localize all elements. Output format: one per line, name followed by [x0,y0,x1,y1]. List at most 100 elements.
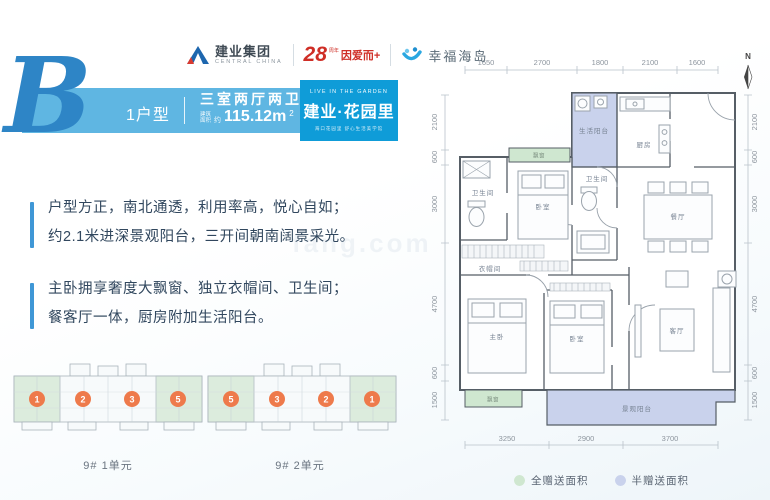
unit-number: 1 [34,395,39,405]
unit-number: 3 [274,395,279,405]
legend-half-gift: 半赠送面积 [614,473,690,488]
svg-text:600: 600 [750,367,759,380]
unit-type-label: 1户型 [126,107,170,124]
svg-text:2100: 2100 [750,114,759,131]
unit-number: 2 [323,395,328,405]
svg-text:3250: 3250 [499,434,516,443]
room-label-bay-bottom: 飘窗 [487,396,499,404]
project-logo-slogan: 海口花园里 舒心生活美学馆 [314,126,384,131]
project-logo-box: LIVE IN THE GARDEN 建业·花园里 海口花园里 舒心生活美学馆 [300,80,398,141]
brand-central-china: 建业集团 CENTRAL CHINA [186,44,283,66]
room-label-master: 主卧 [490,332,505,341]
svg-text:600: 600 [432,151,439,164]
svg-text:4700: 4700 [750,296,759,313]
area-prefix: 约 [214,117,222,124]
north-arrow-icon: N [744,52,753,90]
central-china-logo-icon [187,46,209,64]
svg-text:3000: 3000 [750,196,759,213]
building-label-unit1: 9# 1单元 [83,460,133,472]
svg-text:2100: 2100 [432,114,439,131]
building-keyplan-unit2: 5 3 2 1 [207,363,397,431]
anniversary-slogan: 因爱而+ [340,50,381,63]
brand-happy-island-name: 幸福海岛 [428,48,489,64]
anniversary-number: 28 [303,42,327,66]
room-label-bay-top: 飘窗 [533,152,545,160]
svg-text:600: 600 [432,367,439,380]
area-value: 115.12m [224,108,287,125]
room-label-cloak: 衣帽间 [479,264,502,273]
svg-text:N: N [745,52,751,61]
header-divider [292,44,294,66]
floorplan: N 1650 2700 1800 2100 1600 2100 600 3000… [432,52,759,449]
room-label-laundry-balcony: 生活阳台 [579,126,609,135]
bullet-1-line-1: 户型方正，南北通透，利用率高，悦心自如； [48,200,348,216]
legend-half-gift-label: 半赠送面积 [631,475,689,487]
area-label: 建筑 面积 [200,111,212,125]
room-label-bath1: 卫生间 [472,188,495,197]
room-label-bed1: 卧室 [536,202,551,211]
unit-letter-b: B [4,34,92,157]
room-label-bed2: 卧室 [570,334,585,343]
room-label-bath2: 卫生间 [586,174,609,183]
area-sup: 2 [289,109,294,118]
building-keyplan-unit1: 1 2 3 5 [13,363,203,431]
header-brands: 建业集团 CENTRAL CHINA 28 周年 因爱而+ 幸福海岛 [186,40,488,70]
bullet-1-line-2: 约2.1米进深景观阳台，三开间朝南阔景采光。 [48,229,355,245]
svg-text:1650: 1650 [478,58,495,67]
svg-text:1800: 1800 [592,58,609,67]
wardrobe-hatching [461,244,611,292]
bullet-point-1: 户型方正，南北通透，利用率高，悦心自如； 约2.1米进深景观阳台，三开间朝南阔景… [30,194,355,252]
project-logo-tagline-en: LIVE IN THE GARDEN [309,89,389,95]
legend-full-gift: 全赠送面积 [514,473,589,488]
unit-number: 2 [80,395,85,405]
project-logo-name: 建业·花园里 [303,104,395,121]
brand-anniversary: 28 周年 因爱而+ [303,42,381,66]
legend-full-gift-dot [514,475,525,486]
bullet-2-line-1: 主卧拥享奢度大飘窗、独立衣帽间、卫生间； [48,281,348,297]
legend-full-gift-label: 全赠送面积 [531,475,589,487]
watermark: fang.com [292,228,432,258]
banner-divider [184,97,185,124]
anniversary-sup: 周年 [328,48,339,55]
header-divider [390,44,392,66]
dimension-labels: 1650 2700 1800 2100 1600 2100 600 3000 4… [432,58,759,443]
legend: 全赠送面积 半赠送面积 [514,473,689,488]
building-label-unit2: 9# 2单元 [275,460,325,472]
happy-island-smile-icon [402,47,423,61]
svg-text:2900: 2900 [578,434,595,443]
unit-number: 5 [228,395,233,405]
unit-number: 1 [369,395,374,405]
unit-layout-label: 三室两厅两卫 [200,91,302,107]
svg-text:1600: 1600 [689,58,706,67]
legend-half-gift-dot [614,475,626,486]
svg-text:1500: 1500 [750,392,759,409]
view-balcony-area [546,389,736,426]
unit-number-badges: 5 3 2 1 [223,391,380,407]
svg-text:600: 600 [750,151,759,164]
svg-text:4700: 4700 [432,296,439,313]
bullet-bar [30,283,34,329]
brand-central-china-sub: CENTRAL CHINA [215,58,283,65]
svg-text:3000: 3000 [432,196,439,213]
furniture [462,95,737,374]
bullet-point-2: 主卧拥享奢度大飘窗、独立衣帽间、卫生间； 餐客厅一体，厨房附加生活阳台。 [30,275,348,333]
svg-text:2100: 2100 [642,58,659,67]
room-label-view-balcony: 景观阳台 [622,404,652,413]
unit-specs: 三室两厅两卫 建筑 面积 约 115.12m 2 [200,92,302,125]
room-labels: 生活阳台 厨房 飘窗 卫生间 卧室 卫生间 餐厅 衣帽间 主卧 卧室 客厅 飘窗… [472,126,686,413]
bay-window-top-area [508,147,571,163]
svg-text:1500: 1500 [432,392,439,409]
svg-text:3700: 3700 [662,434,679,443]
unit-number: 3 [129,395,134,405]
room-label-living: 客厅 [670,326,685,335]
bay-window-bottom-area [464,389,523,408]
dimension-lines [441,66,752,449]
unit-number: 5 [175,395,180,405]
room-label-dining: 餐厅 [671,212,686,221]
bullet-bar [30,202,34,248]
brand-happy-island: 幸福海岛 [401,45,488,65]
brand-central-china-name: 建业集团 [215,43,272,59]
room-label-kitchen: 厨房 [637,140,652,149]
svg-text:2700: 2700 [534,58,551,67]
